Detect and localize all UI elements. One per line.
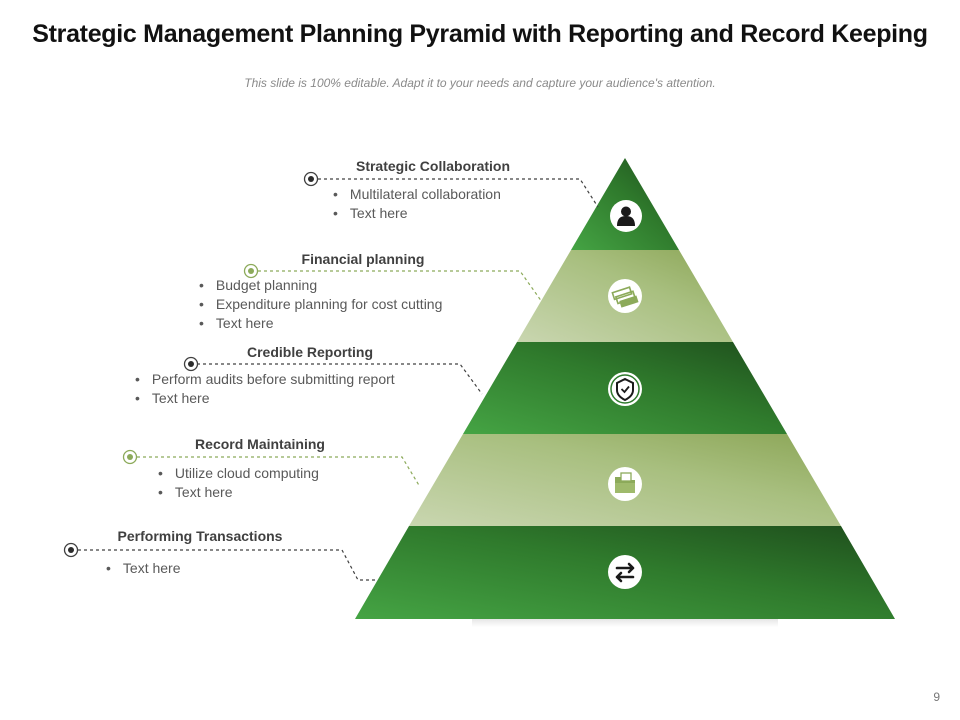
connector-line-5 [78,549,378,581]
connector-dot-2 [243,263,259,279]
level-items: Perform audits before submitting report … [135,370,395,408]
level-title: Performing Transactions [117,528,283,544]
list-item: Budget planning [199,276,442,295]
money-stack-icon [608,279,642,313]
level-title: Record Maintaining [195,436,325,452]
slide-subtitle: This slide is 100% editable. Adapt it to… [244,76,716,90]
list-item: Text here [199,314,442,333]
list-item: Text here [106,559,181,578]
page-number: 9 [933,690,940,704]
connector-dot-5 [63,542,79,558]
connector-dot-1 [303,171,319,187]
list-item: Text here [158,483,319,502]
exchange-arrows-icon [608,555,642,589]
shield-icon [608,372,642,406]
connector-line-1 [318,178,599,208]
slide-title: Strategic Management Planning Pyramid wi… [32,20,928,48]
level-items: Multilateral collaboration Text here [333,185,501,223]
folder-icon [608,467,642,501]
list-item: Utilize cloud computing [158,464,319,483]
connector-line-4 [137,456,421,488]
pyramid-shadow [472,619,778,627]
connector-dot-3 [183,356,199,372]
user-icon [610,200,642,232]
level-items: Utilize cloud computing Text here [158,464,319,502]
level-items: Budget planning Expenditure planning for… [199,276,442,333]
list-item: Expenditure planning for cost cutting [199,295,442,314]
level-title: Financial planning [301,251,425,267]
list-item: Text here [333,204,501,223]
connector-dot-4 [122,449,138,465]
list-item: Multilateral collaboration [333,185,501,204]
level-items: Text here [106,559,181,578]
list-item: Text here [135,389,395,408]
level-title: Credible Reporting [246,344,373,360]
level-title: Strategic Collaboration [355,158,511,174]
list-item: Perform audits before submitting report [135,370,395,389]
